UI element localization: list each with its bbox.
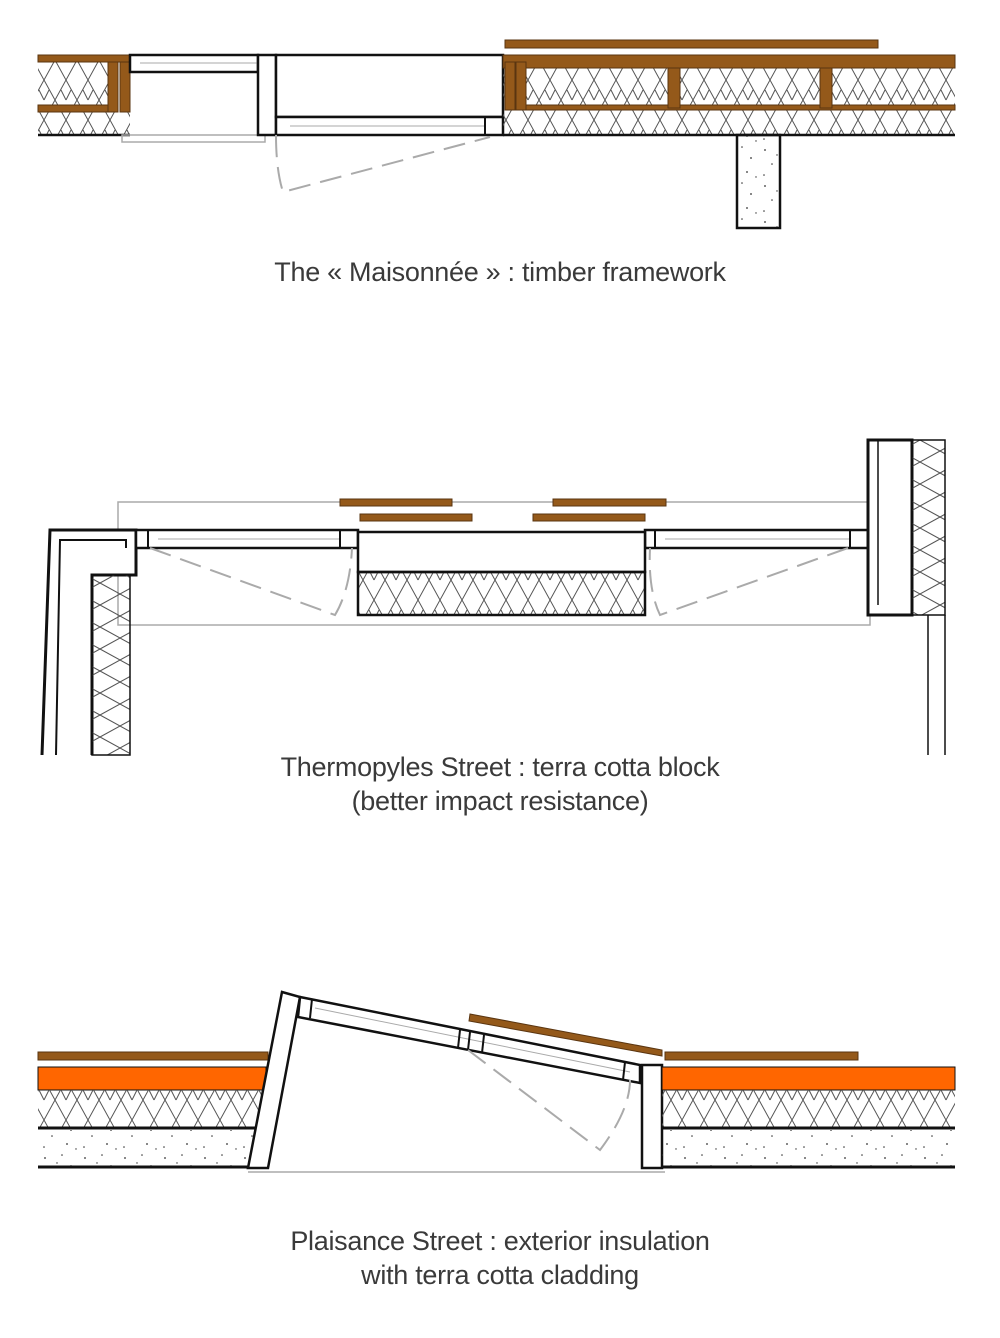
- caption-plaisance-line2: with terra cotta cladding: [361, 1260, 639, 1290]
- sash-swing: [149, 547, 353, 617]
- orange-insulation: [37, 1066, 267, 1091]
- concrete-post: [735, 133, 782, 230]
- window-box: [274, 53, 505, 119]
- stud: [819, 67, 833, 109]
- insulation: [38, 62, 108, 105]
- caption-thermopyles-line2: (better impact resistance): [351, 786, 649, 816]
- stud: [515, 61, 527, 111]
- caption-plaisance-line1: Plaisance Street : exterior insulation: [290, 1226, 710, 1256]
- cladding-board: [504, 39, 879, 49]
- stud: [504, 61, 516, 111]
- maisonnee-section: [37, 39, 956, 230]
- sash-swing: [275, 134, 491, 194]
- orange-insulation: [661, 1066, 956, 1091]
- terra-cotta-block: [356, 530, 647, 574]
- insulation: [38, 112, 130, 135]
- stud: [667, 67, 681, 109]
- caption-thermopyles-line1: Thermopyles Street : terra cotta block: [280, 752, 720, 782]
- plaisance-section: [37, 990, 956, 1173]
- sash-swing: [467, 1049, 631, 1152]
- stud: [107, 61, 119, 113]
- thermopyles-section: [40, 438, 946, 756]
- sash-swing: [648, 547, 849, 617]
- stud: [119, 61, 131, 113]
- slanted-wall: [246, 990, 302, 1170]
- caption-maisonnee: The « Maisonnée » : timber framework: [274, 257, 726, 287]
